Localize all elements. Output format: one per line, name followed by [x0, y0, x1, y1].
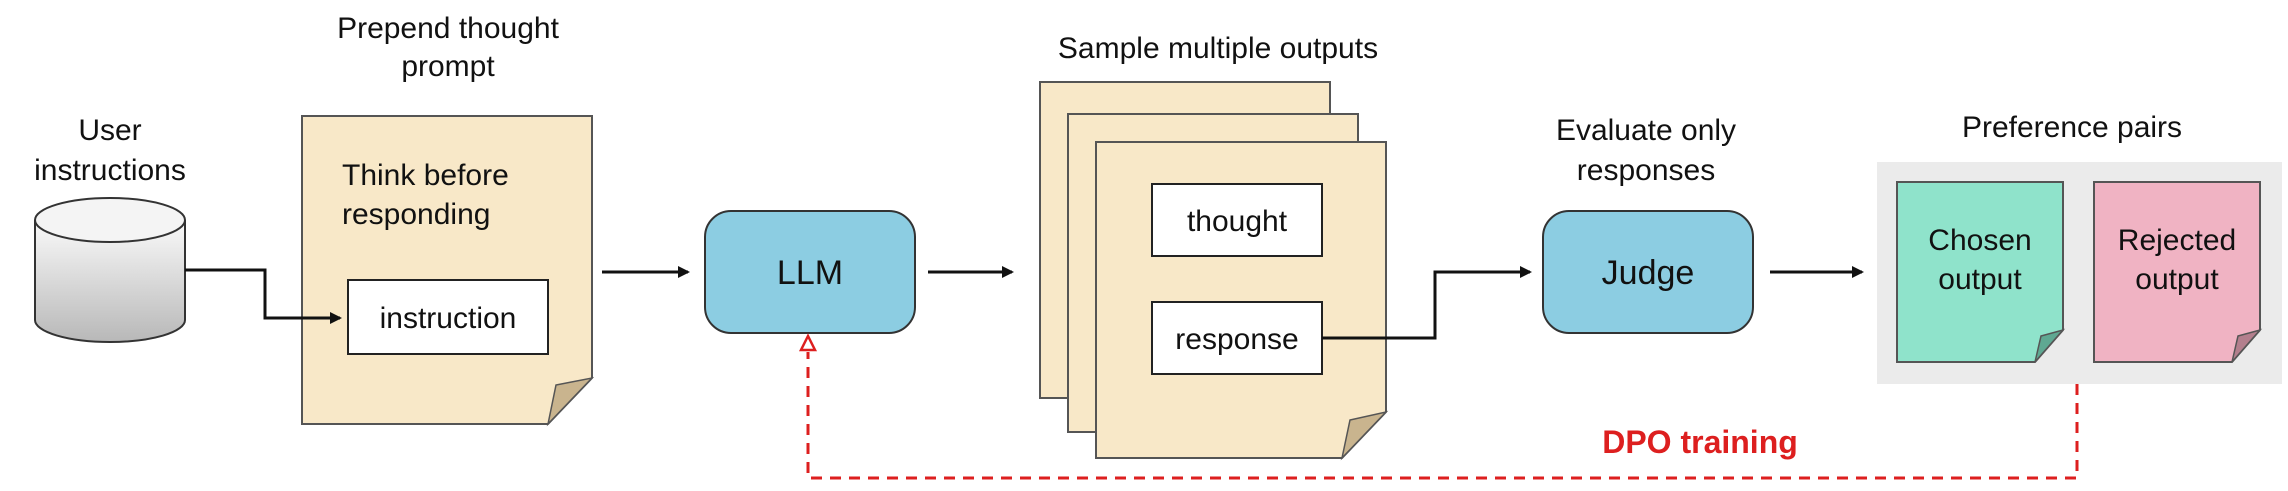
instruction-box [347, 279, 549, 355]
thought-prompt-text-line2: responding [342, 198, 490, 231]
thought-prompt-caption-line2: prompt [401, 50, 495, 83]
rejected-output-card [2093, 181, 2263, 363]
rejected-output-label-line1: Rejected [2118, 224, 2236, 257]
user-instructions-label-line1: User [78, 114, 141, 147]
judge-caption-line1: Evaluate only [1556, 114, 1736, 147]
response-to-judge-arrow [1322, 266, 1532, 340]
thought-prompt-text-line1: Think before [342, 159, 509, 192]
preference-pairs-caption: Preference pairs [1962, 111, 2182, 144]
llm-label: LLM [777, 254, 843, 292]
user-instructions-label-line2: instructions [34, 154, 186, 187]
judge-node [1542, 210, 1754, 334]
thought-prompt-caption-line1: Prepend thought [337, 12, 560, 45]
database-icon [34, 197, 186, 343]
thought-box [1151, 183, 1323, 257]
instruction-box-label: instruction [380, 302, 517, 335]
thought-box-label: thought [1187, 205, 1288, 238]
db-to-instruction-arrow [185, 268, 342, 324]
judge-label: Judge [1602, 254, 1695, 292]
chosen-output-label-line1: Chosen [1928, 224, 2031, 257]
dpo-training-label: DPO training [1602, 424, 1798, 460]
chosen-output-label-line2: output [1938, 263, 2022, 296]
dpo-feedback-loop [806, 352, 2079, 480]
rejected-output-label-line2: output [2135, 263, 2219, 296]
chosen-output-card [1896, 181, 2066, 363]
feedback-arrowhead-icon [798, 333, 818, 352]
llm-node [704, 210, 916, 334]
judge-caption-line2: responses [1577, 154, 1715, 187]
response-box-label: response [1175, 323, 1298, 356]
outputs-caption: Sample multiple outputs [1058, 32, 1378, 65]
